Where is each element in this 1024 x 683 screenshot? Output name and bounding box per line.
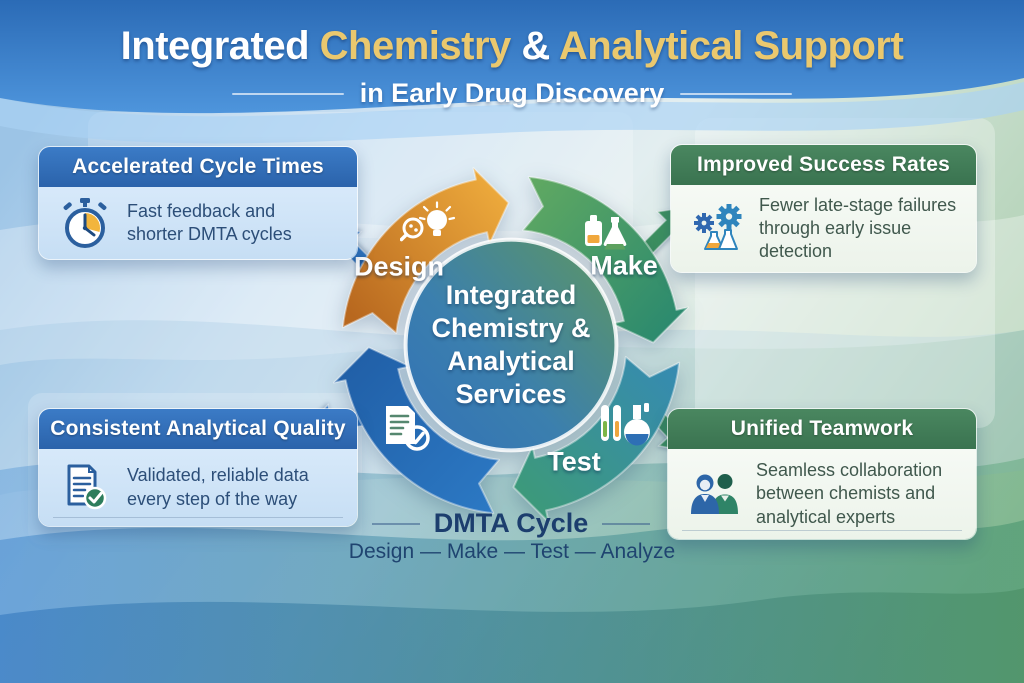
card-teamwork-text: Seamless collaboration between chemists …	[756, 460, 943, 527]
title-part-4: Analytical Support	[558, 24, 904, 68]
cycle-segment-design	[341, 166, 510, 334]
page-title: Integrated Chemistry & Analytical Suppor…	[0, 24, 1024, 69]
center-line-3: Analytical	[447, 346, 575, 376]
cycle-segment-make	[522, 175, 690, 344]
cycle-segment-analyze	[332, 346, 500, 515]
bottom-wave-3	[0, 588, 1024, 683]
card-success-title: Improved Success Rates	[671, 145, 976, 185]
testtubes-flask-icon	[601, 403, 650, 446]
cycle-center-circle	[403, 237, 619, 453]
card-success-body: Fewer late-stage failures through early …	[671, 185, 976, 272]
page-subtitle-row: in Early Drug Discovery	[0, 78, 1024, 109]
center-line-2: Chemistry &	[431, 313, 591, 344]
card-teamwork-title: Unified Teamwork	[668, 409, 976, 449]
title-part-2: Chemistry	[319, 24, 512, 68]
subtitle-rule-right	[680, 92, 793, 95]
footer-title-row: DMTA Cycle	[332, 508, 690, 539]
document-check-icon	[67, 464, 107, 509]
people-icon	[691, 474, 738, 514]
analyze-document-check-icon	[386, 406, 430, 451]
cycle-center-text: Integrated Chemistry & Analytical Servic…	[412, 246, 610, 444]
card-quality-body: Validated, reliable data every step of t…	[39, 449, 357, 526]
center-line-4: Services	[455, 378, 567, 409]
card-quality-text: Validated, reliable data every step of t…	[127, 465, 309, 509]
lightbulb-magnifier-icon	[400, 201, 456, 242]
header-curve	[0, 0, 1024, 114]
footer-rule-right	[602, 522, 651, 525]
cycle-label-make: Make	[590, 250, 658, 281]
footer-rule-left	[371, 522, 420, 525]
stopwatch-icon	[63, 198, 107, 248]
header-band	[0, 0, 1024, 150]
card-accelerated-title: Accelerated Cycle Times	[39, 147, 357, 187]
cycle-segment-test	[512, 356, 681, 524]
flasks-icon	[585, 215, 627, 250]
center-line-1: Integrated	[445, 280, 577, 311]
footer-sequence: Design — Make — Test — Analyze	[348, 540, 676, 563]
title-part-3: &	[510, 24, 559, 68]
card-accelerated-body: Fast feedback and shorter DMTA cycles	[39, 187, 357, 259]
header-titles: Integrated Chemistry & Analytical Suppor…	[0, 24, 1024, 109]
footer-title: DMTA Cycle	[433, 508, 589, 538]
dmta-cycle-diagram: Integrated Chemistry & Analytical Servic…	[332, 166, 690, 524]
card-unified-teamwork: Unified Teamwork Seamless collaboration …	[667, 408, 977, 540]
card-quality-title: Consistent Analytical Quality	[39, 409, 357, 449]
page-subtitle: in Early Drug Discovery	[359, 78, 665, 108]
card-improved-success-rates: Improved Success Rates Fewer lat	[670, 144, 977, 273]
title-part-1: Integrated	[120, 24, 320, 68]
card-accelerated-text: Fast feedback and shorter DMTA cycles	[127, 200, 292, 244]
cycle-label-test: Test	[547, 446, 601, 477]
cycle-label-design: Design	[353, 251, 445, 282]
header-underlay-wave	[0, 82, 1024, 144]
cycle-ring	[332, 166, 690, 524]
gears-flasks-icon	[694, 203, 742, 250]
subtitle-rule-left	[231, 92, 344, 95]
card-teamwork-body: Seamless collaboration between chemists …	[668, 449, 976, 539]
card-success-text: Fewer late-stage failures through early …	[759, 194, 957, 262]
card-accelerated-cycle-times: Accelerated Cycle Times Fast feedback an…	[38, 146, 358, 260]
card-consistent-analytical-quality: Consistent Analytical Quality Validated,…	[38, 408, 358, 527]
